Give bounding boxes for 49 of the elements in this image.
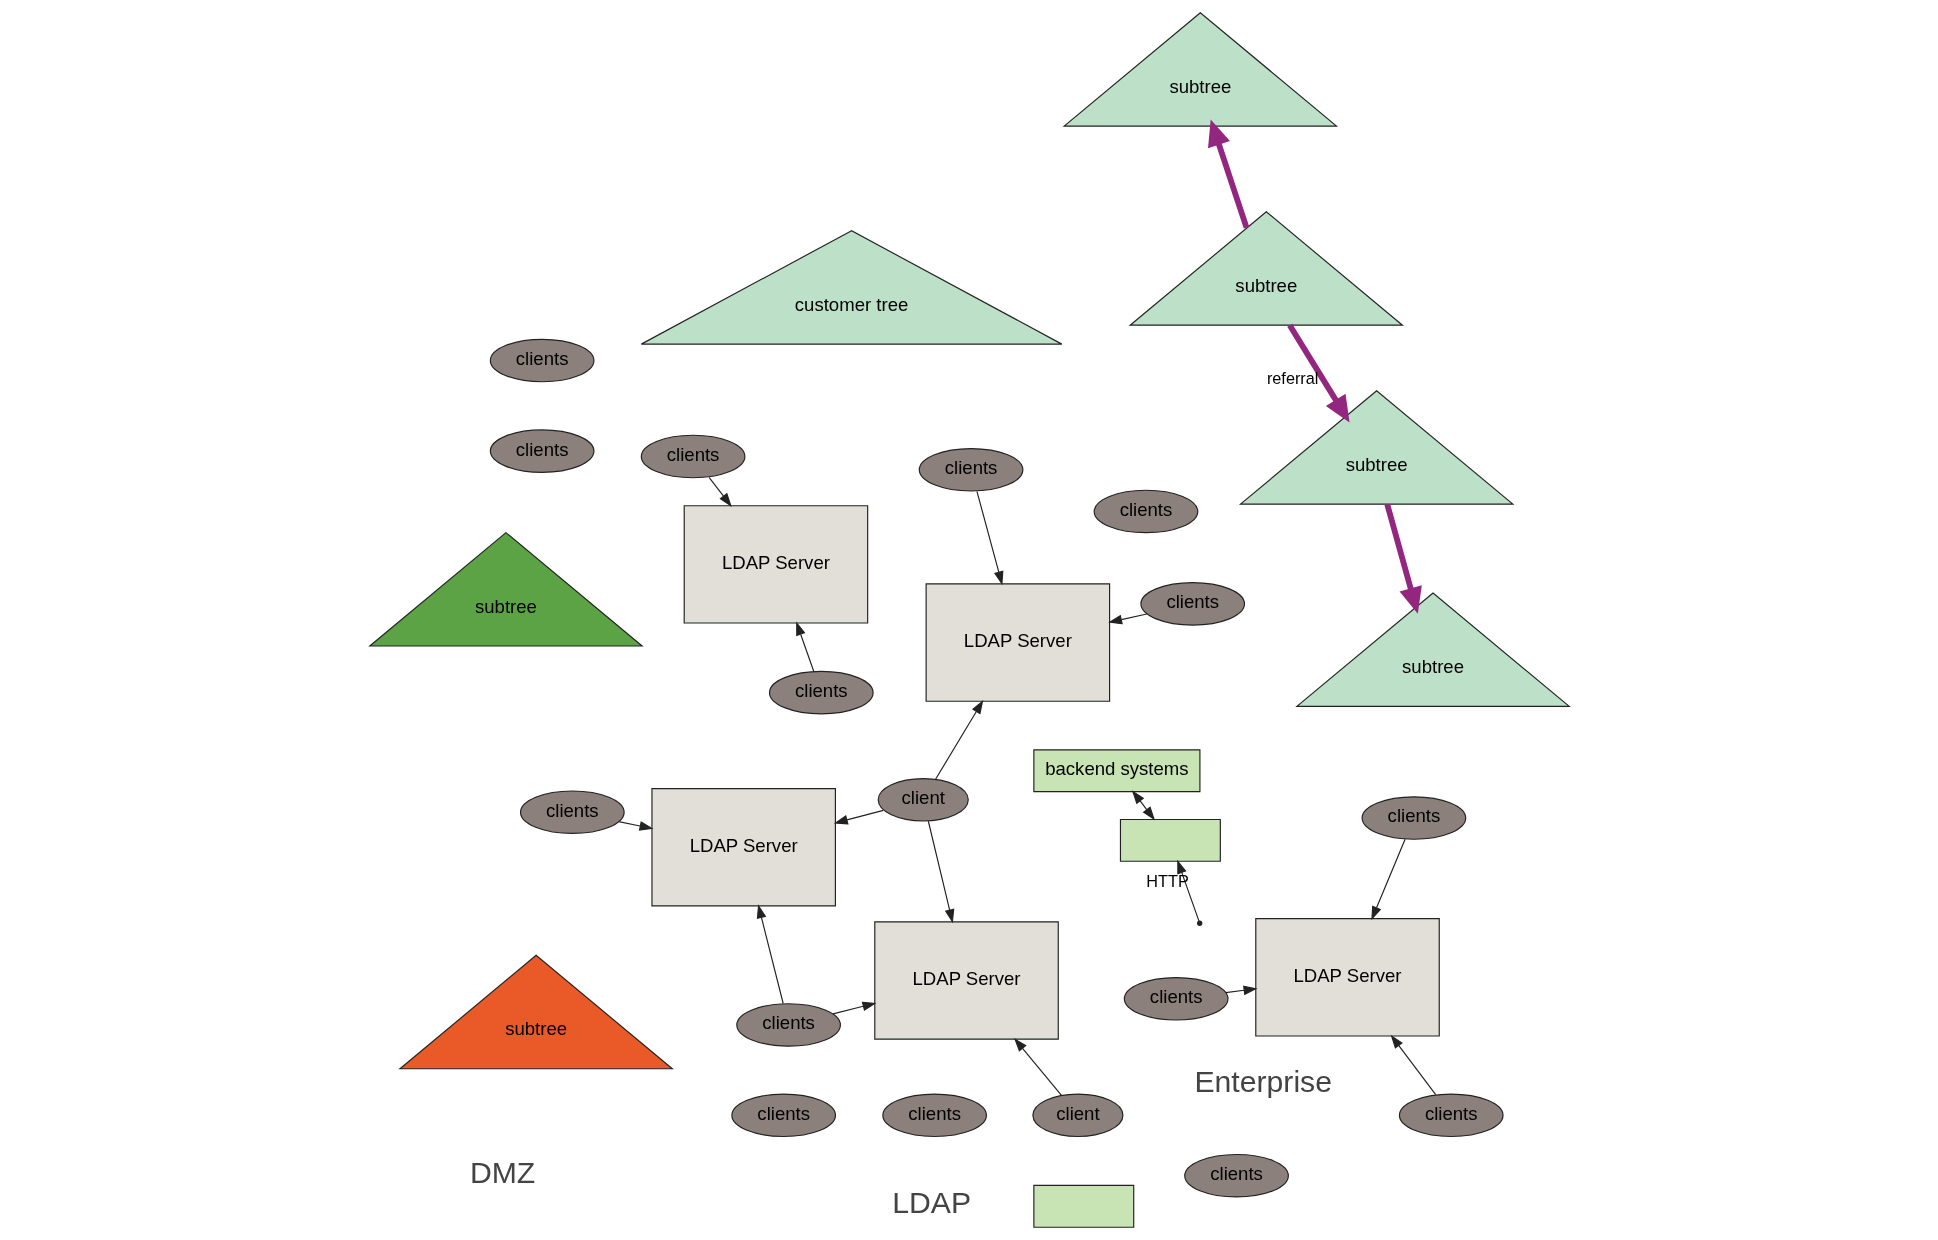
arrow [1013, 1037, 1062, 1096]
arrow [708, 476, 732, 507]
node-box [1119, 818, 1221, 862]
label: DMZ [469, 1155, 535, 1189]
node-box: LDAP Server [683, 505, 868, 624]
node-ellipse: clients [735, 1003, 841, 1047]
node-ellipse: clients [1093, 489, 1198, 534]
node-box: backend systems [1032, 749, 1200, 793]
arrow [1224, 985, 1257, 996]
arrow [1383, 503, 1422, 614]
node-ellipse: clients [768, 670, 874, 715]
node-box: LDAP Server [873, 921, 1059, 1040]
arrow [833, 809, 884, 825]
arrow [1286, 323, 1350, 423]
node-ellipse: clients [881, 1093, 987, 1138]
node-box: LDAP Server [1254, 918, 1440, 1037]
arrow [1207, 119, 1249, 229]
arrow [1390, 1034, 1436, 1096]
node-ellipse: clients [730, 1093, 836, 1138]
node-ellipse: client [1031, 1093, 1124, 1138]
arrow [756, 904, 784, 1005]
arrow [1176, 859, 1200, 922]
node-ellipse: clients [1398, 1093, 1504, 1138]
label: LDAP [891, 1186, 971, 1220]
arrow [1370, 838, 1406, 921]
node-ellipse: clients [1123, 977, 1229, 1021]
node-ellipse: clients [489, 338, 594, 383]
arrow [975, 490, 1003, 586]
node-box [1032, 1184, 1134, 1228]
node-ellipse: clients [489, 429, 594, 473]
node-ellipse: client [877, 778, 969, 822]
node-ellipse: clients [1361, 796, 1466, 840]
arrow [831, 1001, 876, 1015]
arrow [927, 820, 954, 924]
arrow [934, 699, 983, 780]
node-ellipse: clients [640, 434, 745, 479]
node-box: LDAP Server [650, 787, 836, 907]
arrow [795, 621, 814, 673]
node-ellipse: clients [1183, 1153, 1289, 1198]
node-box: LDAP Server [925, 583, 1110, 702]
node-ellipse: clients [519, 790, 625, 834]
node-ellipse: clients [918, 448, 1023, 492]
arrow [1131, 790, 1155, 821]
edge-label: HTTP [1145, 872, 1189, 891]
node-ellipse: clients [1139, 582, 1245, 626]
arrow [617, 821, 653, 831]
edge-label: referral [1266, 368, 1318, 387]
arrow [1107, 613, 1147, 625]
label: Enterprise [1193, 1065, 1332, 1099]
